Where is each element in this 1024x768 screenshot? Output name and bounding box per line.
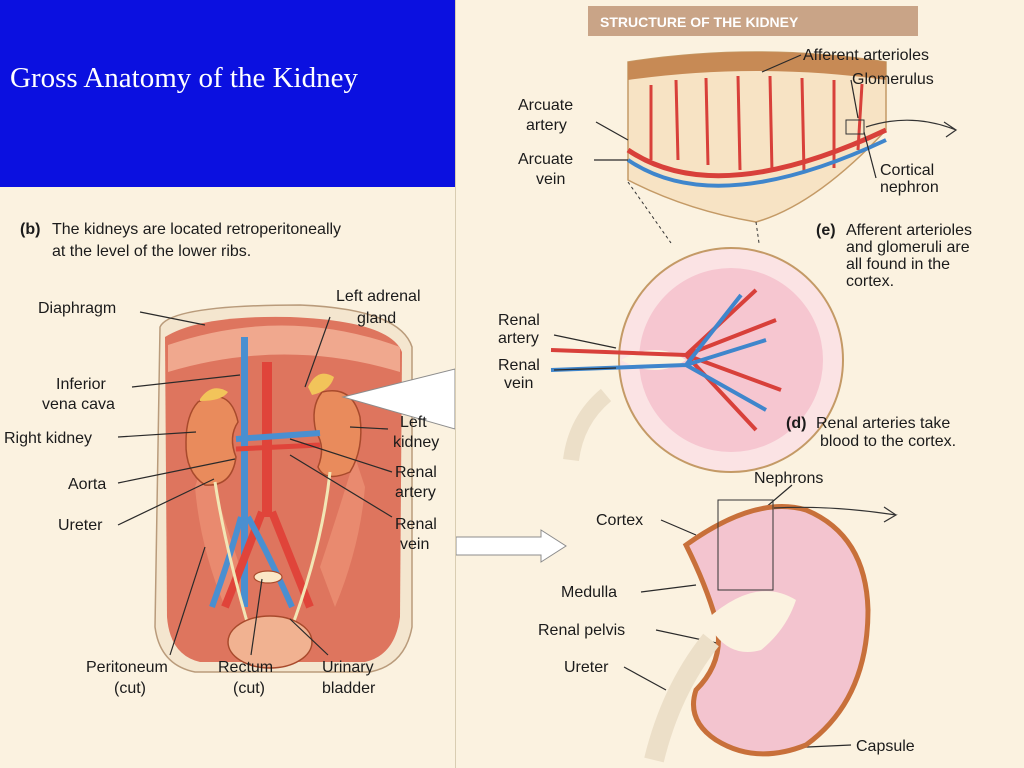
caption-d-tag: (d): [786, 415, 806, 432]
label-capsule: Capsule: [856, 738, 915, 755]
abdomen-illustration: (b) The kidneys are located retroperiton…: [4, 221, 455, 697]
afferent-arteriole-tufts: [649, 75, 864, 173]
cortex-wedge-guide: [627, 181, 760, 244]
right-figure-panel: STRUCTURE OF THE KIDNEY: [455, 0, 1024, 768]
label-renal-artery-1: Renal: [395, 464, 437, 481]
right-kidney-shape: [185, 395, 239, 486]
label-rectum-1: Rectum: [218, 659, 273, 676]
arcuate-vein-vessel: [626, 138, 887, 188]
label-left-kidney-2: kidney: [393, 434, 439, 451]
cortex-capsule-band: [628, 52, 886, 80]
label-left-adrenal-1: Left adrenal: [336, 288, 421, 305]
label-glomerulus: Glomerulus: [852, 71, 934, 88]
label-bladder-2: bladder: [322, 680, 376, 697]
right-leader-lines: [553, 54, 877, 749]
left-adrenal-shape: [308, 373, 334, 395]
left-leader-lines: [117, 311, 393, 656]
kidney-inner-region: [639, 268, 823, 452]
label-peritoneum-2: (cut): [114, 680, 146, 697]
label-renal-artery-2: artery: [395, 484, 436, 501]
left-kidney-shape: [313, 390, 362, 478]
psoas-right: [320, 457, 365, 607]
label-cortical-nephron-1: Cortical: [880, 162, 934, 179]
label-renal-vein-1: Renal: [395, 516, 437, 533]
ureter-tube-section: [644, 633, 719, 763]
caption-e-line1: Afferent arterioles: [846, 222, 972, 239]
label-medulla: Medulla: [561, 584, 617, 601]
left-caption-line1: The kidneys are located retroperitoneall…: [52, 221, 341, 238]
label-nephrons: Nephrons: [754, 470, 823, 487]
label-renal-artery-d-2: artery: [498, 330, 539, 347]
caption-d-line1: Renal arteries take: [816, 415, 950, 432]
left-figure-panel: (b) The kidneys are located retroperiton…: [0, 187, 455, 768]
label-right-kidney: Right kidney: [4, 430, 92, 447]
label-cortex: Cortex: [596, 512, 643, 529]
label-ivc-2: vena cava: [42, 396, 115, 413]
label-renal-vein-d-2: vein: [504, 375, 533, 392]
bladder-shape: [227, 615, 313, 669]
ureter-vessels: [213, 471, 332, 633]
caption-e-line4: cortex.: [846, 273, 894, 290]
label-peritoneum-1: Peritoneum: [86, 659, 168, 676]
interlobar-veins: [550, 293, 767, 412]
psoas-left: [195, 457, 240, 607]
caption-e-tag: (e): [816, 222, 836, 239]
ureter-tube-mid: [563, 388, 612, 462]
caption-e-line2: and glomeruli are: [846, 239, 970, 256]
callout-wedge: [341, 368, 455, 430]
iliac-veins: [209, 515, 295, 609]
label-ureter: Ureter: [58, 517, 103, 534]
kidney-pelvis-region: [706, 591, 796, 652]
renal-veins: [235, 430, 321, 442]
section-arrow: [773, 506, 898, 523]
section-callout-arrow-left: [456, 529, 567, 563]
caption-d-line2: blood to the cortex.: [820, 433, 956, 450]
label-afferent: Afferent arterioles: [803, 47, 929, 64]
label-left-adrenal-2: gland: [357, 310, 396, 327]
label-left-kidney-1: Left: [400, 414, 427, 431]
label-rectum-2: (cut): [233, 680, 265, 697]
right-adrenal-shape: [200, 388, 228, 401]
label-arcuate-vein-2: vein: [536, 171, 565, 188]
label-arcuate-artery-1: Arcuate: [518, 97, 573, 114]
label-renal-pelvis: Renal pelvis: [538, 622, 625, 639]
rectum-shape: [253, 570, 283, 584]
ivc-vessel: [241, 337, 248, 607]
label-bladder-1: Urinary: [322, 659, 374, 676]
kidney-structure-illustration: STRUCTURE OF THE KIDNEY: [456, 6, 972, 763]
label-renal-vein-d-1: Renal: [498, 357, 540, 374]
label-arcuate-artery-2: artery: [526, 117, 567, 134]
left-caption-tag: (b): [20, 221, 40, 238]
cortex-wedge: [627, 51, 887, 223]
renal-arteries: [235, 442, 321, 452]
label-aorta: Aorta: [68, 476, 106, 493]
caption-e-line3: all found in the: [846, 256, 950, 273]
label-arcuate-vein-1: Arcuate: [518, 151, 573, 168]
nephron-arrow: [865, 119, 958, 138]
label-renal-artery-d-1: Renal: [498, 312, 540, 329]
glomerulus-marker: [845, 119, 865, 135]
label-diaphragm: Diaphragm: [38, 300, 116, 317]
diaphragm-band: [168, 325, 400, 372]
banner-background: [588, 6, 918, 36]
iliac-arteries: [221, 510, 314, 609]
label-renal-vein-2: vein: [400, 536, 429, 553]
nephron-marker: [717, 499, 774, 591]
slide-title: Gross Anatomy of the Kidney: [10, 62, 358, 94]
label-ureter-section: Ureter: [564, 659, 609, 676]
label-ivc-1: Inferior: [56, 376, 106, 393]
left-caption-line2: at the level of the lower ribs.: [52, 243, 251, 260]
arcuate-vessels: [626, 127, 888, 179]
banner-title: STRUCTURE OF THE KIDNEY: [600, 14, 799, 30]
label-cortical-nephron-2: nephron: [880, 179, 939, 196]
